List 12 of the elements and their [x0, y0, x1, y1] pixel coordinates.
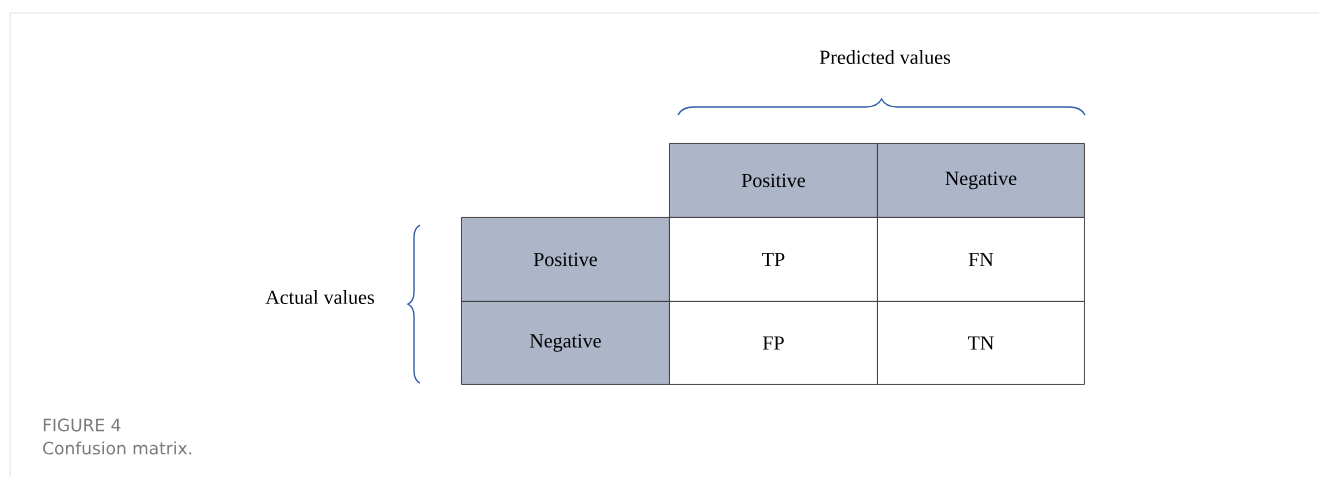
table-cell: FP [669, 301, 878, 385]
table-cell: FN [877, 217, 1085, 302]
table-cell: Negative [461, 301, 670, 385]
axis-title: Predicted values [819, 49, 951, 65]
figure-label: FIGURE 4 [43, 418, 121, 432]
table-cell: Positive [669, 143, 878, 218]
table-cell: Negative [877, 143, 1085, 218]
caption: Confusion matrix. [43, 441, 192, 455]
axis-title: Actual values [265, 289, 374, 305]
table-cell: Positive [461, 217, 670, 302]
table-cell: TP [669, 217, 878, 302]
table-cell: TN [877, 301, 1085, 385]
